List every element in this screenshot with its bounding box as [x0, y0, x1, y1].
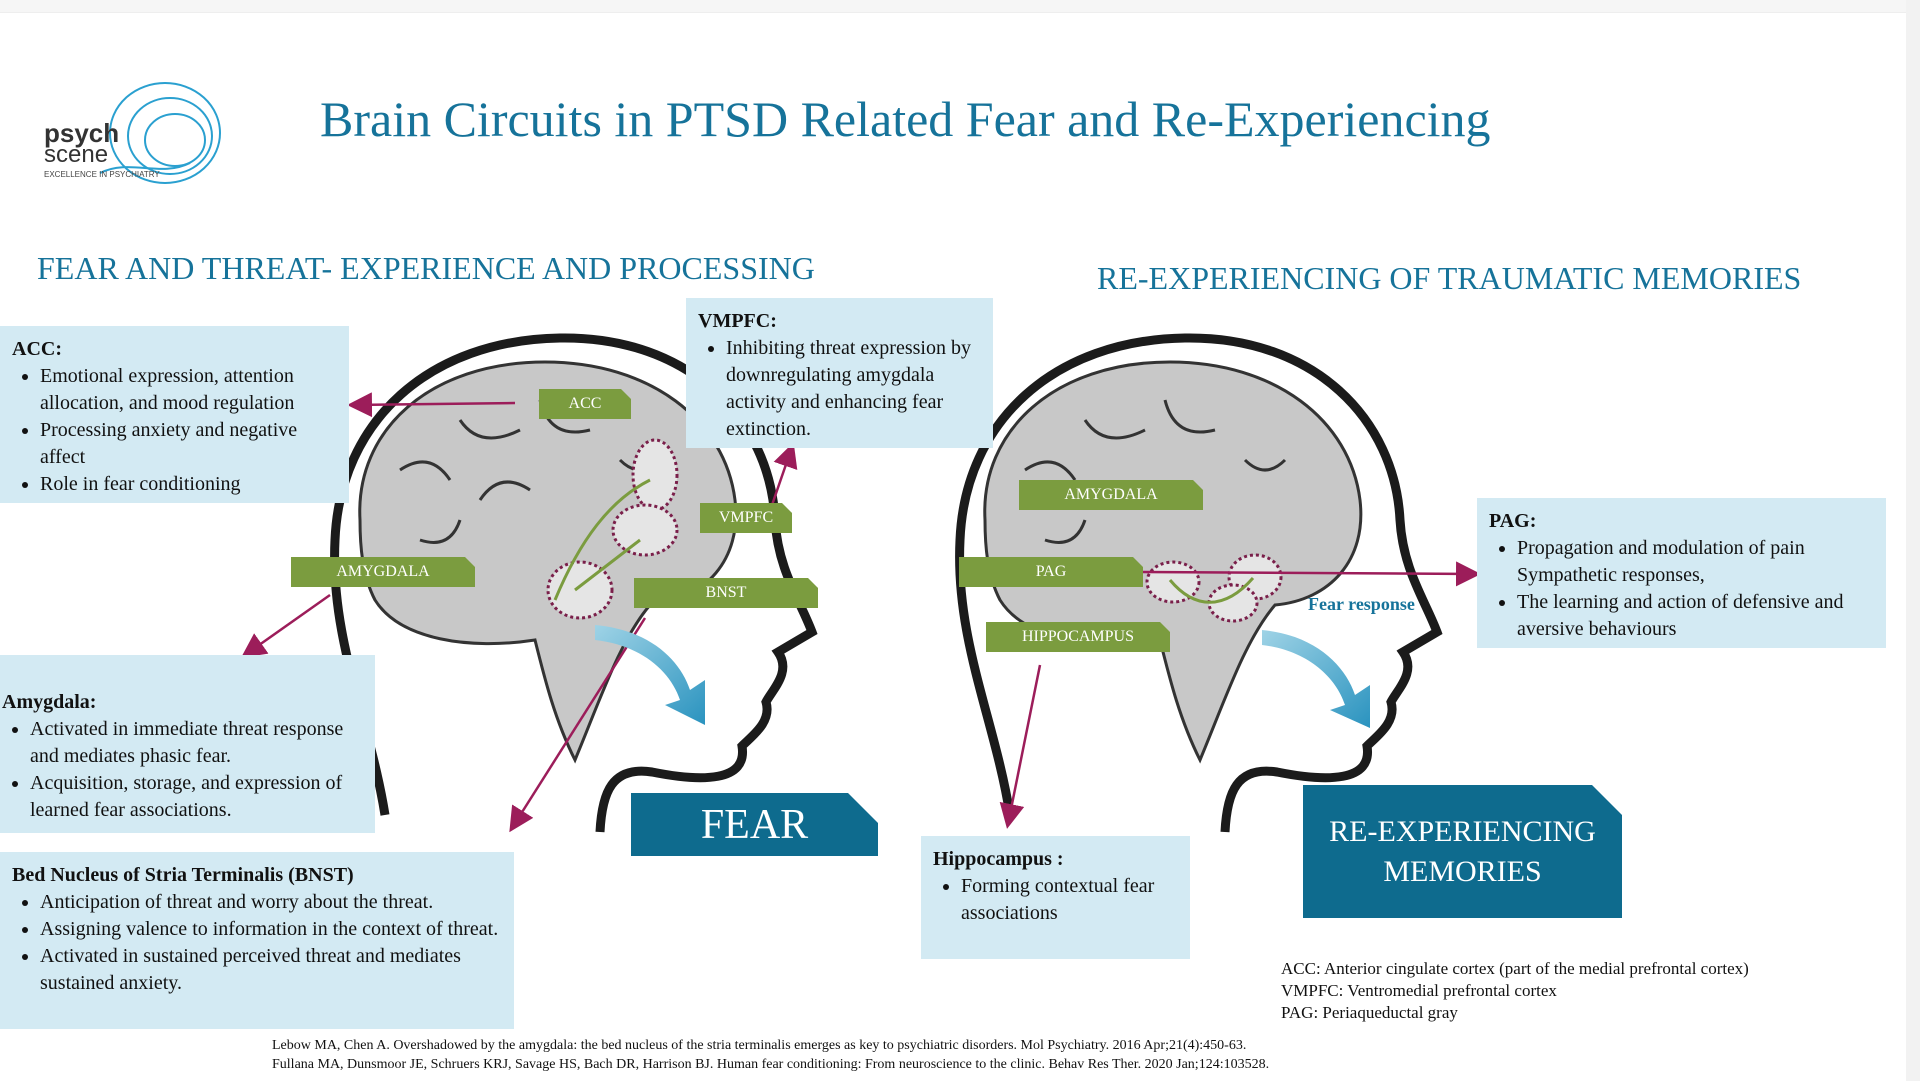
- box-title: PAG:: [1489, 510, 1537, 532]
- right-section-heading: RE-EXPERIENCING OF TRAUMATIC MEMORIES: [1097, 260, 1802, 296]
- logo-text: psych: [44, 118, 120, 148]
- references: Lebow MA, Chen A. Overshadowed by the am…: [272, 1036, 1269, 1074]
- list-item: Anticipation of threat and worry about t…: [40, 889, 502, 916]
- fear-response-label: Fear response: [1308, 594, 1415, 614]
- logo-text: scene: [44, 141, 109, 168]
- amygdala-info-box: Amygdala: Activated in immediate threat …: [0, 655, 375, 833]
- list-item: Propagation and modulation of pain Sympa…: [1517, 535, 1874, 589]
- label-acc: ACC: [539, 389, 631, 419]
- page-title: Brain Circuits in PTSD Related Fear and …: [320, 91, 1491, 147]
- box-title: ACC:: [12, 338, 62, 360]
- label-vmpfc: VMPFC: [700, 503, 792, 533]
- box-title: Hippocampus :: [933, 848, 1064, 870]
- reference-item: Fullana MA, Dunsmoor JE, Schruers KRJ, S…: [272, 1057, 1270, 1072]
- connector-arrows: [240, 392, 1481, 833]
- reference-item: Lebow MA, Chen A. Overshadowed by the am…: [272, 1038, 1247, 1053]
- scrollbar[interactable]: [1906, 0, 1920, 1081]
- box-title: Bed Nucleus of Stria Terminalis (BNST): [12, 864, 354, 886]
- list-item: Forming contextual fear associations: [961, 873, 1178, 927]
- flow-arrows: [595, 625, 1370, 728]
- fear-outcome-text: FEAR: [700, 801, 809, 848]
- left-section-heading: FEAR AND THREAT- EXPERIENCE AND PROCESSI…: [37, 250, 815, 286]
- list-item: Acquisition, storage, and expression of …: [30, 770, 363, 824]
- list-item: Processing anxiety and negative affect: [40, 417, 337, 471]
- list-item: Inhibiting threat expression by downregu…: [726, 335, 981, 443]
- label-amygdala: AMYGDALA: [291, 557, 475, 587]
- head-right-icon: [955, 333, 1443, 833]
- box-title: Amygdala:: [2, 691, 97, 713]
- label-bnst: BNST: [634, 578, 818, 608]
- label-hippocampus: HIPPOCAMPUS: [986, 622, 1170, 652]
- outcome-text: RE-EXPERIENCING: [1329, 814, 1596, 848]
- psych-scene-logo: psych scene EXCELLENCE IN PSYCHIATRY: [40, 78, 225, 188]
- box-title: VMPFC:: [698, 310, 777, 332]
- list-item: Activated in sustained perceived threat …: [40, 943, 502, 997]
- hippocampus-info-box: Hippocampus : Forming contextual fear as…: [921, 836, 1190, 959]
- pag-info-box: PAG: Propagation and modulation of pain …: [1477, 498, 1886, 648]
- list-item: The learning and action of defensive and…: [1517, 589, 1874, 643]
- bnst-info-box: Bed Nucleus of Stria Terminalis (BNST) A…: [0, 852, 514, 1029]
- legend-item: PAG: Periaqueductal gray: [1281, 1003, 1458, 1022]
- fear-outcome-box: FEAR: [631, 793, 878, 856]
- list-item: Emotional expression, attention allocati…: [40, 363, 337, 417]
- list-item: Activated in immediate threat response a…: [30, 716, 363, 770]
- vmpfc-info-box: VMPFC: Inhibiting threat expression by d…: [686, 298, 993, 448]
- legend-item: VMPFC: Ventromedial prefrontal cortex: [1281, 981, 1557, 1000]
- label-amygdala-right: AMYGDALA: [1019, 480, 1203, 510]
- list-item: Assigning valence to information in the …: [40, 916, 502, 943]
- logo-tagline: EXCELLENCE IN PSYCHIATRY: [44, 170, 160, 179]
- acc-info-box: ACC: Emotional expression, attention all…: [0, 326, 349, 503]
- re-experiencing-outcome-box: RE-EXPERIENCING MEMORIES: [1303, 785, 1622, 918]
- label-pag: PAG: [959, 557, 1143, 587]
- legend-item: ACC: Anterior cingulate cortex (part of …: [1281, 959, 1749, 978]
- outcome-text: MEMORIES: [1383, 854, 1542, 888]
- list-item: Role in fear conditioning: [40, 471, 337, 498]
- browser-top-bar: [0, 0, 1910, 13]
- abbreviation-legend: ACC: Anterior cingulate cortex (part of …: [1281, 958, 1749, 1024]
